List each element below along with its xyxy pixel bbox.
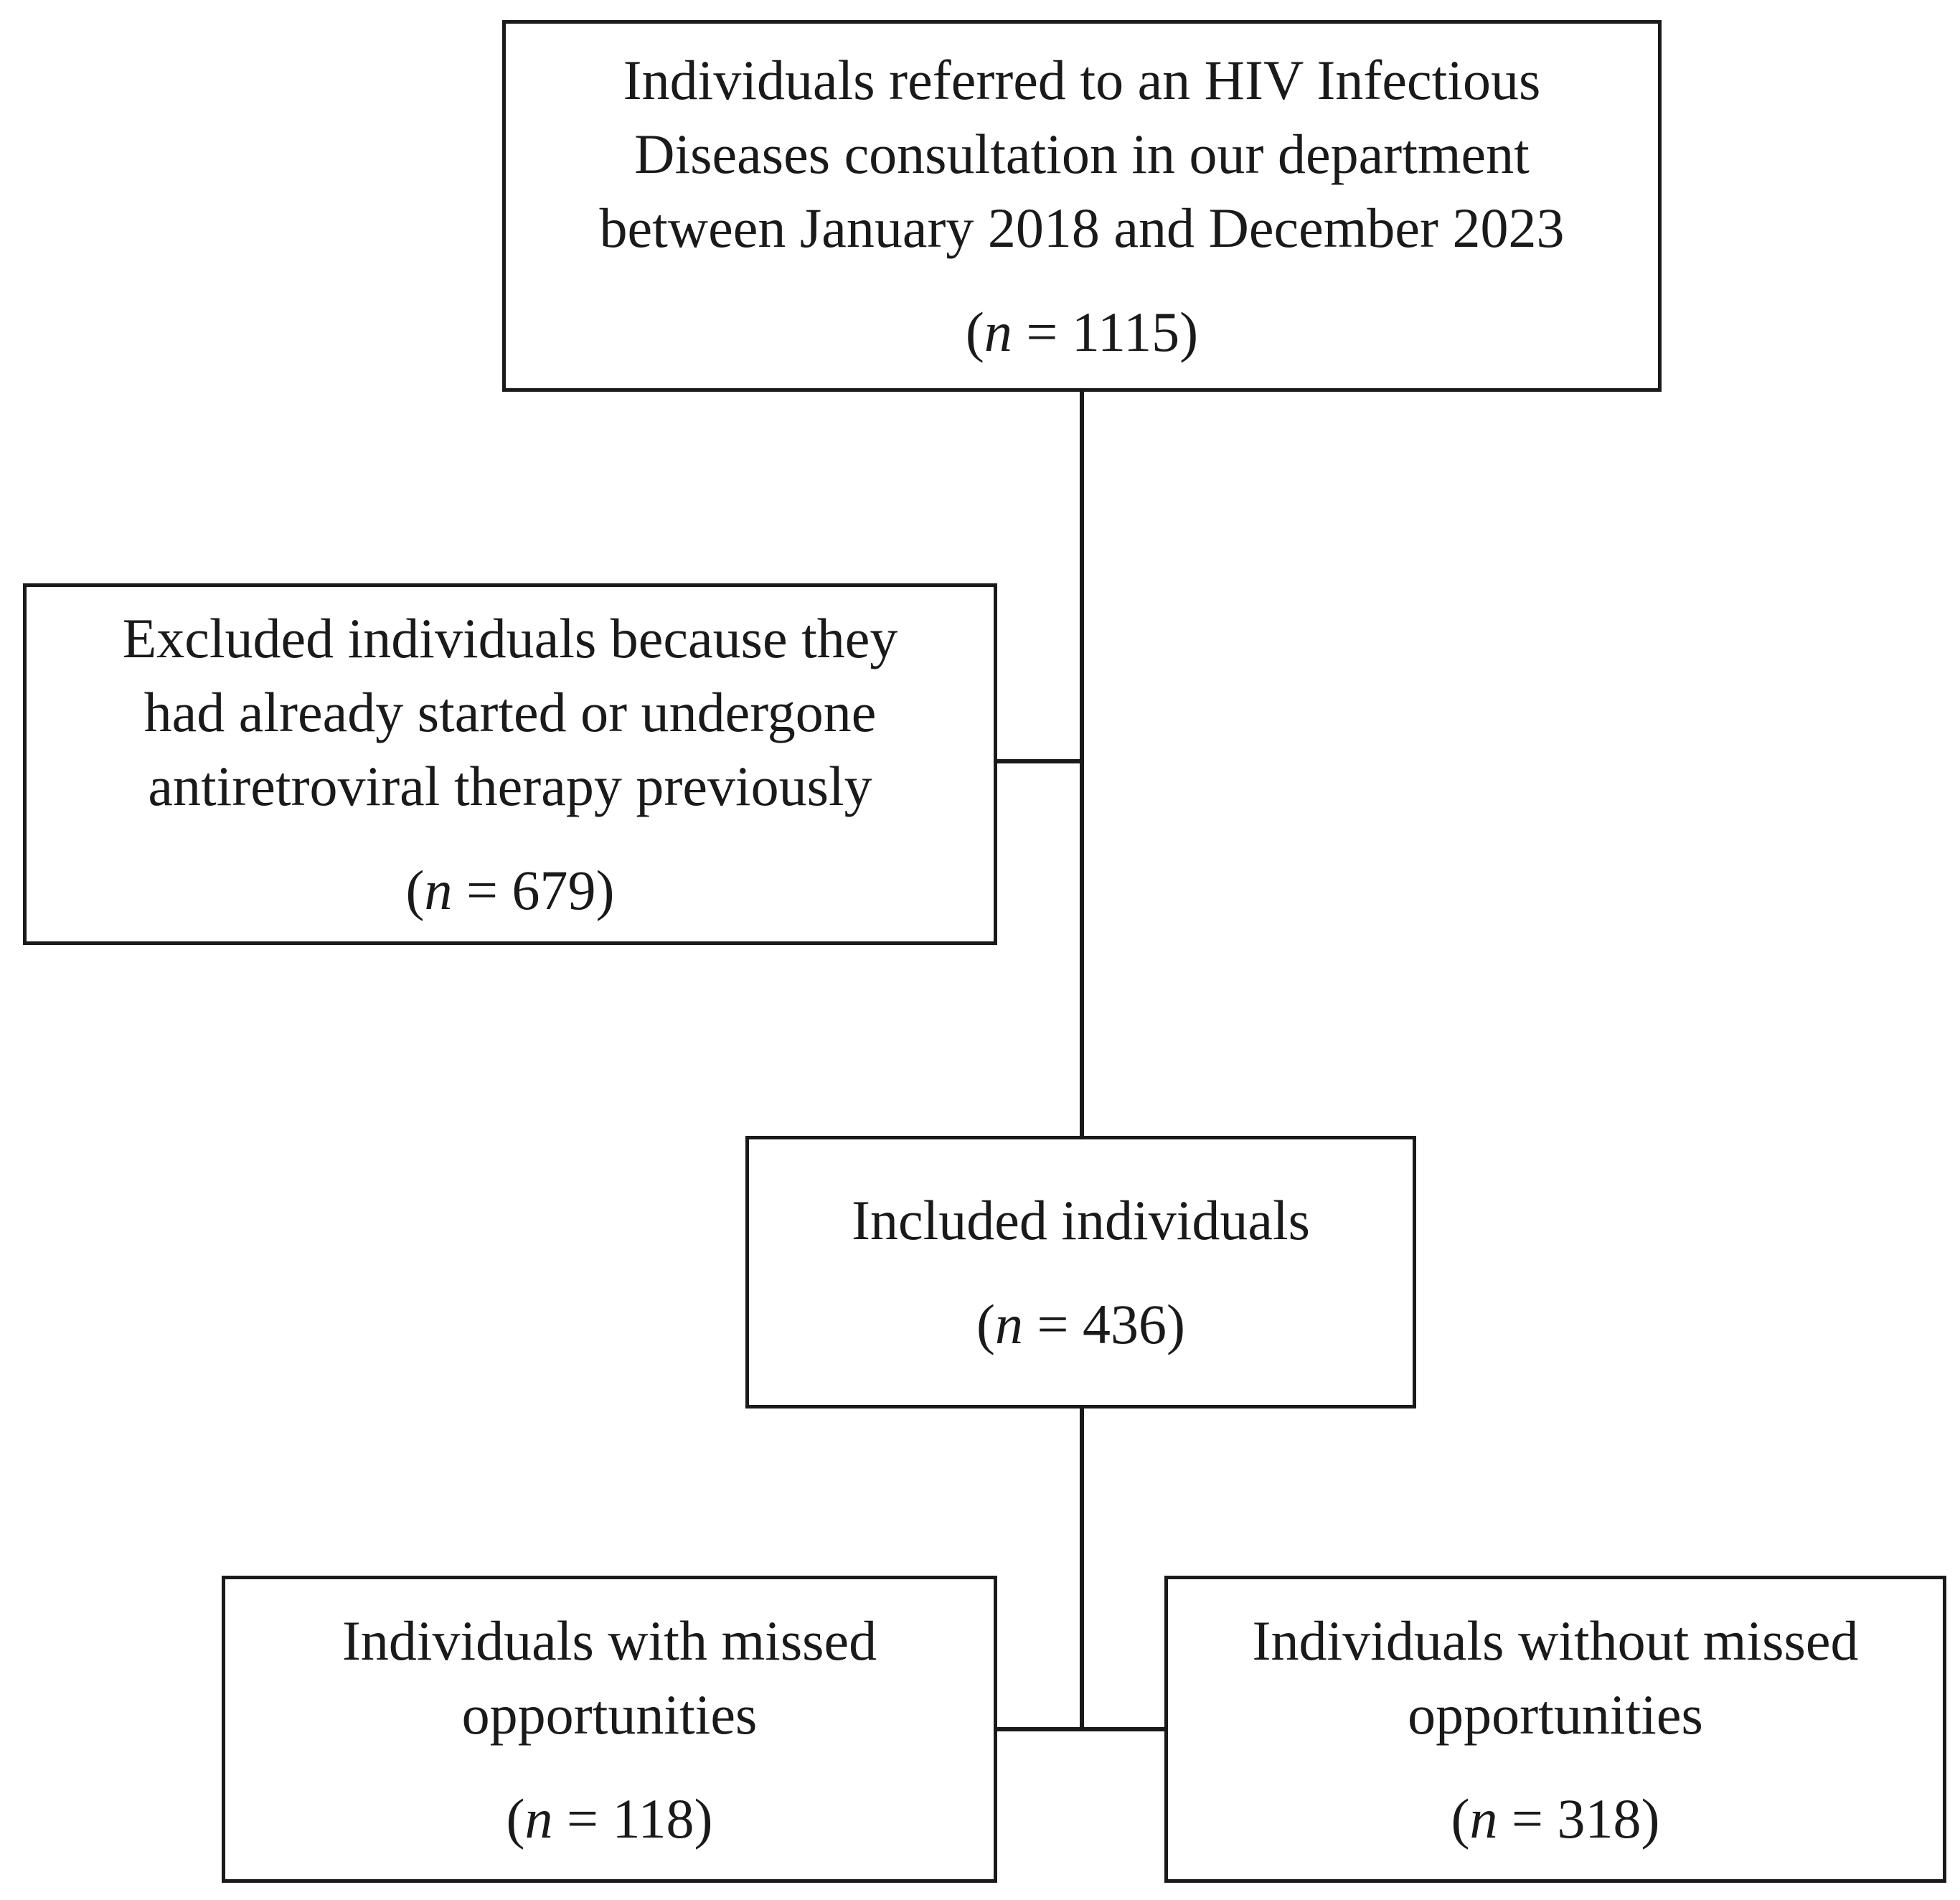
- without-missed-count-variable: n: [1469, 1787, 1498, 1850]
- included-individuals-label: Included individuals: [851, 1189, 1311, 1251]
- included-count-open: (: [976, 1293, 995, 1355]
- excluded-individuals-count: (n = 679): [406, 853, 615, 927]
- excluded-individuals-label: Excluded individuals because they had al…: [122, 607, 898, 817]
- without-missed-opportunities-box: Individuals without missed opportunities…: [1164, 1576, 1946, 1883]
- without-missed-count-open: (: [1451, 1787, 1470, 1850]
- included-count-variable: n: [995, 1293, 1023, 1355]
- with-missed-opportunities-box: Individuals with missed opportunities (n…: [222, 1576, 997, 1883]
- referred-count-open: (: [965, 301, 984, 363]
- included-individuals-box: Included individuals (n = 436): [745, 1136, 1416, 1408]
- included-individuals-count: (n = 436): [976, 1287, 1185, 1361]
- referred-individuals-label: Individuals referred to an HIV Infectiou…: [599, 49, 1565, 259]
- without-missed-count-value: = 318): [1497, 1787, 1660, 1850]
- referred-individuals-box: Individuals referred to an HIV Infectiou…: [502, 20, 1662, 392]
- excluded-count-value: = 679): [452, 859, 615, 921]
- with-missed-count-open: (: [506, 1787, 525, 1850]
- referred-individuals-count: (n = 1115): [966, 295, 1198, 369]
- excluded-count-open: (: [405, 859, 425, 921]
- with-missed-opportunities-count: (n = 118): [506, 1782, 712, 1856]
- excluded-individuals-box: Excluded individuals because they had al…: [23, 583, 997, 945]
- referred-count-variable: n: [984, 301, 1012, 363]
- with-missed-count-value: = 118): [552, 1787, 713, 1850]
- excluded-count-variable: n: [424, 859, 453, 921]
- without-missed-opportunities-count: (n = 318): [1451, 1782, 1660, 1856]
- referred-count-value: = 1115): [1012, 301, 1199, 363]
- with-missed-opportunities-label: Individuals with missed opportunities: [341, 1609, 877, 1746]
- included-count-value: = 436): [1023, 1293, 1185, 1355]
- without-missed-opportunities-label: Individuals without missed opportunities: [1252, 1609, 1859, 1746]
- with-missed-count-variable: n: [524, 1787, 553, 1850]
